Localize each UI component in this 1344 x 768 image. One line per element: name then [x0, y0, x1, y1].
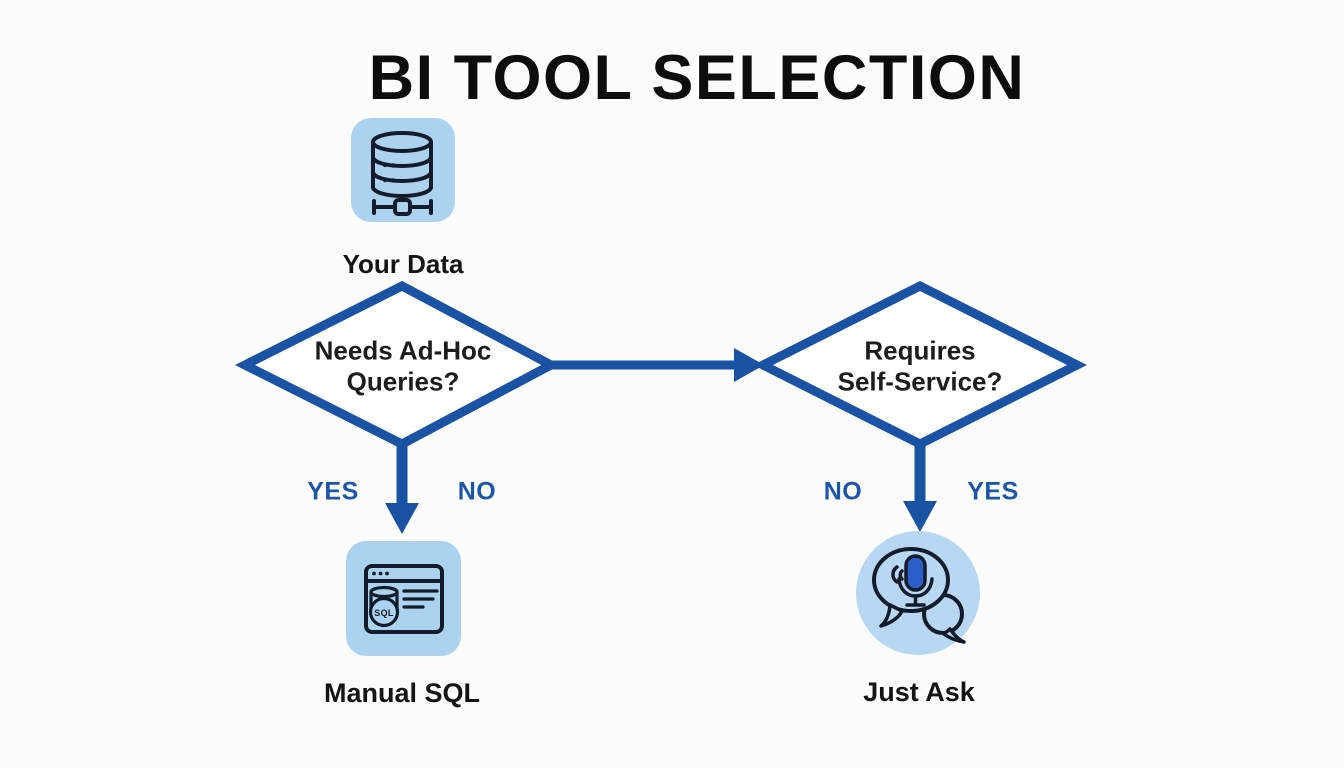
arrow-down-right	[903, 444, 937, 532]
decision1-no-label: NO	[457, 477, 497, 506]
microphone-glyph	[904, 554, 927, 592]
decision1-yes-label: YES	[307, 477, 359, 506]
outcome-just-ask-label: Just Ask	[863, 677, 975, 707]
database-icon	[351, 118, 455, 222]
voice-chat-icon	[856, 531, 980, 655]
page-title: BI TOOL SELECTION	[368, 43, 1026, 113]
source-node-label: Your Data	[342, 249, 464, 279]
sql-badge-text: SQL	[374, 608, 394, 618]
decision2-no-label: NO	[823, 477, 863, 506]
sql-browser-icon: SQL	[346, 541, 461, 656]
outcome-manual-sql-label: Manual SQL	[323, 678, 481, 708]
arrow-right-connector	[551, 348, 764, 382]
decision2-yes-label: YES	[967, 477, 1019, 506]
decision2-question: Requires Self-Service?	[837, 335, 1003, 396]
arrow-down-left	[385, 444, 419, 534]
decision1-question: Needs Ad-Hoc Queries?	[314, 335, 492, 396]
